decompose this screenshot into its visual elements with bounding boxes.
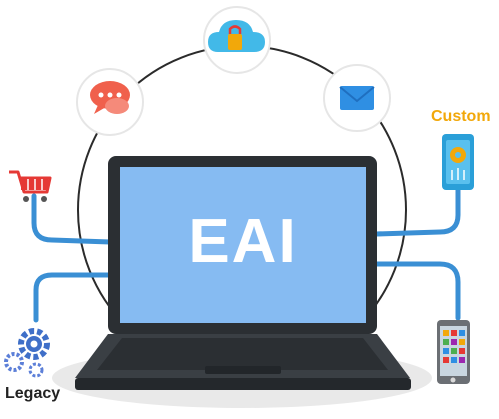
gears-icon — [4, 328, 50, 378]
chat-bubbles-icon — [90, 81, 130, 114]
cloud-lock-icon — [208, 20, 265, 52]
laptop-screen — [120, 167, 366, 323]
custom-label: Custom — [431, 108, 491, 125]
laptop-keyboard — [97, 338, 388, 370]
connector-mobile — [373, 261, 461, 321]
laptop-base-bottom — [75, 378, 411, 390]
eai-label: EAI — [188, 207, 298, 276]
mobile-apps-phone-icon — [437, 320, 470, 384]
mail-envelope-icon — [339, 86, 375, 110]
connector-lines — [31, 187, 461, 323]
shopping-cart-icon — [9, 170, 52, 202]
connector-custom — [373, 187, 461, 237]
laptop — [75, 156, 411, 390]
connector-cart — [31, 193, 113, 245]
laptop-touchpad — [205, 366, 281, 374]
connector-gears — [33, 272, 113, 323]
settings-phone-icon — [442, 134, 474, 190]
legacy-label: Legacy — [5, 385, 61, 402]
